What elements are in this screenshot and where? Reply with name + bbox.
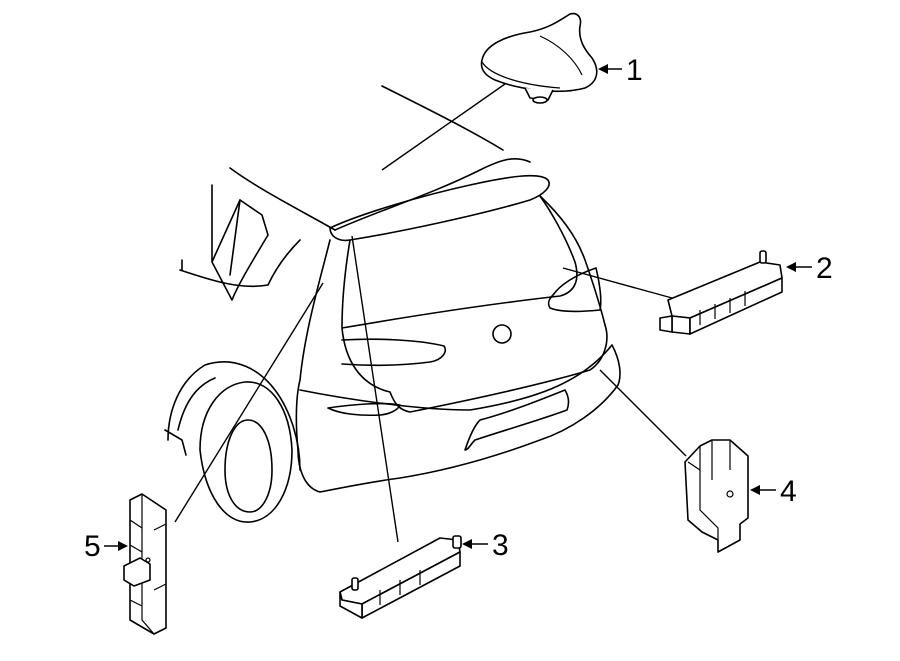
arrow-left-icon — [786, 262, 796, 272]
part-1-roof-antenna — [480, 12, 598, 104]
callout-4: 4 — [750, 475, 797, 508]
callout-5: 5 — [84, 530, 128, 563]
part-4-module — [684, 439, 749, 553]
arrow-left-icon — [462, 539, 472, 549]
part-5-module — [123, 493, 167, 635]
arrow-right-icon — [118, 541, 128, 551]
leader-line-1 — [381, 83, 506, 171]
arrow-left-icon — [750, 485, 760, 495]
callout-2: 2 — [786, 252, 833, 285]
leader-line-3 — [351, 235, 399, 543]
leader-line-4 — [599, 369, 687, 457]
callout-label-4: 4 — [780, 475, 797, 508]
arrow-left-icon — [598, 64, 608, 74]
part-2-module — [659, 250, 783, 335]
callout-label-1: 1 — [626, 54, 643, 87]
callout-3: 3 — [462, 529, 509, 562]
callout-label-2: 2 — [816, 252, 833, 285]
callout-label-3: 3 — [492, 529, 509, 562]
callout-1: 1 — [598, 54, 643, 87]
callout-label-5: 5 — [84, 530, 101, 563]
leader-line-5 — [174, 282, 324, 523]
part-3-module — [339, 535, 462, 619]
leader-lines — [174, 83, 687, 543]
vehicle-rear-view — [164, 85, 621, 523]
leader-line-2 — [562, 267, 673, 299]
